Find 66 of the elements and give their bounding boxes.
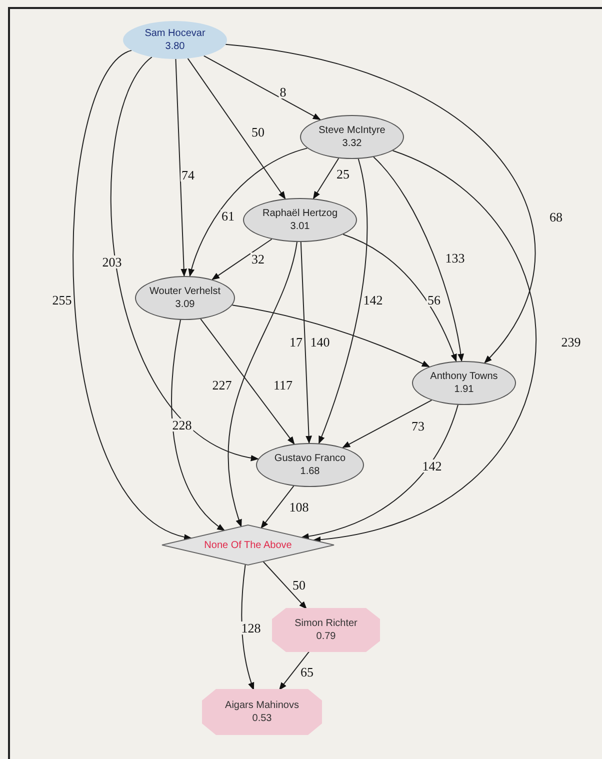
node-score: 3.09 [175, 298, 195, 311]
arrow [260, 485, 294, 529]
arrow [72, 50, 192, 539]
node-name: Steve McIntyre [318, 124, 386, 137]
edge-label: 61 [220, 210, 236, 222]
node-score: 3.01 [290, 220, 310, 233]
node-name: Wouter Verhelst [150, 285, 220, 298]
arrow [300, 404, 458, 540]
node-score: 1.68 [300, 465, 320, 478]
arrow [175, 58, 188, 277]
edge-label: 239 [560, 336, 582, 348]
edge-label: 73 [410, 420, 426, 432]
arrow [318, 158, 368, 444]
arrow [312, 158, 340, 200]
arrow [187, 58, 286, 200]
node-name: Raphaël Hertzog [262, 207, 338, 220]
edge-label: 133 [444, 252, 466, 264]
arrow [241, 564, 254, 690]
arrow [188, 148, 308, 277]
edge-label: 74 [180, 168, 196, 182]
edge-label: 108 [288, 500, 310, 514]
node-score: 3.80 [165, 40, 185, 53]
arrow [225, 44, 535, 364]
edge-label: 140 [309, 336, 331, 348]
edge-label: 56 [426, 294, 442, 306]
arrow [262, 560, 307, 610]
arrow [342, 234, 457, 362]
node-score: 1.91 [454, 383, 474, 396]
node-score: 3.32 [342, 137, 362, 150]
edge-label: 255 [51, 294, 73, 306]
node-name: Simon Richter [294, 617, 358, 630]
edge-label: 142 [362, 294, 384, 306]
edge-label: 17 [288, 336, 304, 348]
edge-label: 227 [211, 378, 233, 392]
arrow [212, 238, 272, 280]
arrow [373, 156, 464, 362]
edge-label: 65 [300, 666, 314, 678]
candidate-node [123, 21, 227, 59]
edge-label: 32 [250, 252, 266, 266]
node-score: 0.53 [252, 712, 272, 725]
node-score: 0.79 [316, 630, 336, 643]
node-name: Aigars Mahinovs [225, 699, 299, 712]
edge-label: 117 [272, 378, 294, 392]
node-name: None Of The Above [204, 538, 292, 552]
node-name: Sam Hocevar [144, 27, 206, 40]
edge-label: 25 [336, 168, 350, 180]
arrow [342, 400, 432, 448]
arrow [312, 150, 536, 542]
edge-label: 203 [101, 256, 123, 268]
arrow [110, 56, 259, 460]
arrow [232, 304, 430, 368]
edge-label: 50 [250, 126, 266, 138]
edge-label: 8 [278, 86, 288, 98]
arrow [200, 318, 295, 445]
arrow [228, 241, 298, 528]
edge-label: 228 [171, 418, 193, 432]
arrow [300, 242, 312, 444]
edge-label: 128 [240, 622, 262, 634]
edge-label: 68 [548, 210, 564, 224]
arrow [203, 55, 321, 120]
arrow [278, 650, 310, 690]
node-name: Gustavo Franco [274, 452, 346, 465]
edge-label: 50 [292, 578, 306, 592]
arrow [171, 319, 226, 531]
edge-label: 142 [421, 460, 443, 472]
node-name: Anthony Towns [430, 370, 498, 383]
